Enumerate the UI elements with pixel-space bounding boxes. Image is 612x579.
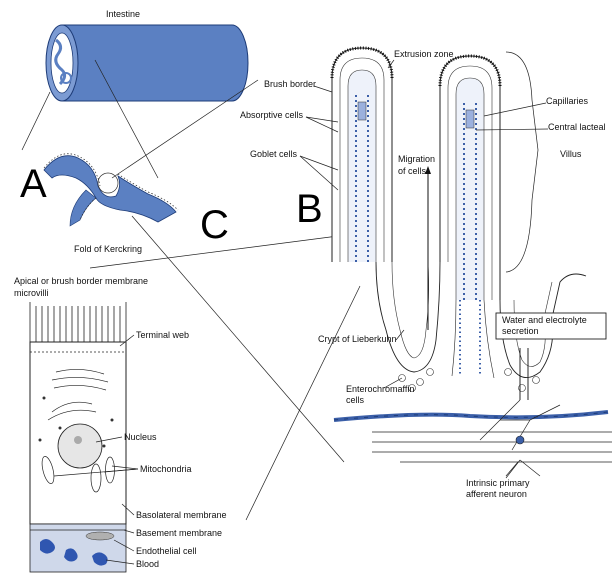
label-terminal-web: Terminal web [136,330,189,340]
label-migration-2: of cells [398,166,427,176]
villus-right [438,54,502,300]
secretion-arrows [519,348,529,400]
label-letter-a: A [20,162,47,206]
label-fold-of-kerckring: Fold of Kerckring [74,244,142,254]
label-endothelial: Endothelial cell [136,546,197,556]
label-letter-c: C [200,203,229,247]
villus-left [330,46,394,262]
label-absorptive-cells: Absorptive cells [240,110,304,120]
label-apical-1: Apical or brush border membrane [14,276,148,286]
label-goblet-cells: Goblet cells [250,149,298,159]
connector-line [89,235,339,269]
label-extrusion-zone: Extrusion zone [394,49,454,59]
label-central-lacteal: Central lacteal [548,122,606,132]
intestine-tube [45,24,249,102]
basement-and-blood [29,523,127,573]
arrowhead [425,166,431,174]
connector-line [245,285,361,521]
connector-line [21,91,51,151]
connector-line [94,59,159,179]
label-migration-1: Migration [398,154,435,164]
intestine-title: Intestine [106,9,140,19]
label-capillaries: Capillaries [546,96,589,106]
fold-of-kerckring [43,153,179,227]
label-secretion-1: Water and electrolyte [502,315,587,325]
label-crypt: Crypt of Lieberkuhn [318,334,397,344]
label-neuron-1: Intrinsic primary [466,478,530,488]
label-secretion-2: secretion [502,326,539,336]
label-apical-2: microvilli [14,288,49,298]
secretion-box [495,312,607,340]
label-entero-2: cells [346,395,365,405]
label-letter-b: B [296,187,323,231]
label-basement: Basement membrane [136,528,222,538]
label-neuron-2: afferent neuron [466,489,527,499]
label-nucleus: Nucleus [124,432,157,442]
label-villus: Villus [560,149,582,159]
submucosa [333,399,612,479]
label-entero-1: Enterochromaffin [346,384,414,394]
connector-line [131,215,345,463]
crypt-region [375,261,587,392]
label-basolateral: Basolateral membrane [136,510,227,520]
connector-line [111,79,259,179]
label-brush-border: Brush border [264,79,316,89]
label-mitochondria: Mitochondria [140,464,192,474]
enterocyte-cell [29,302,127,525]
label-blood: Blood [136,559,159,569]
